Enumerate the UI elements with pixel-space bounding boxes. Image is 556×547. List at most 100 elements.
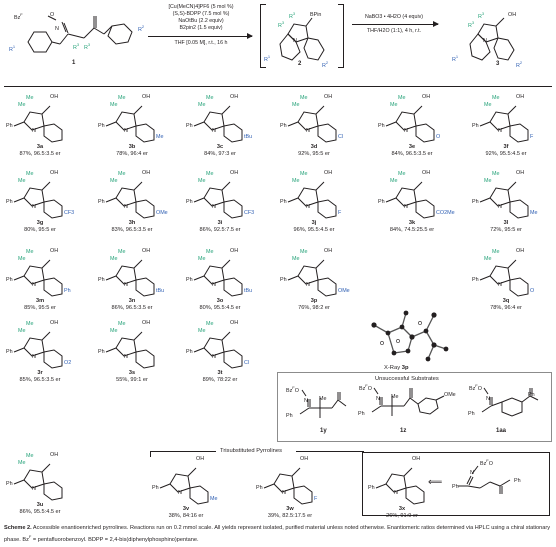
phenyl-label: Ph: [378, 199, 385, 205]
bond: [297, 265, 319, 285]
bond: [203, 265, 225, 285]
compound-number: 3v: [182, 506, 190, 512]
compound-result: 96%, 95.5:4.5 er: [293, 226, 335, 233]
bond: [105, 347, 117, 353]
methyl-label: Me: [198, 256, 206, 262]
bond: [405, 485, 425, 505]
nitrogen-label: N: [306, 128, 310, 134]
bond: [115, 111, 137, 131]
bond: [489, 111, 511, 131]
nitrogen-label: N: [212, 204, 216, 210]
bond: [415, 199, 435, 219]
methyl-label: Me: [492, 95, 500, 101]
bracket-left: [260, 4, 266, 68]
nitrogen-label: N: [282, 490, 286, 496]
compound-result: 78%, 96:4 er: [490, 304, 522, 311]
aryl-substituent-label: Me: [210, 496, 218, 502]
hydroxyl-label: OH: [324, 248, 333, 254]
unsuccessful-title: Unsuccessful Substrates: [375, 376, 439, 382]
aryl-substituent-label: tBu: [244, 288, 253, 294]
structure-3w: [263, 467, 313, 505]
structure-3l: [479, 181, 529, 219]
bond: [13, 197, 25, 203]
hydroxyl-label: OH: [50, 170, 59, 176]
phenyl-label: Ph: [6, 481, 13, 487]
aryl-substituent-label: F: [338, 210, 342, 216]
aryl-substituent-label: Ph: [64, 288, 71, 294]
aryl-substituent-label: CO2Me: [436, 210, 455, 216]
nitrogen-label: N: [124, 128, 128, 134]
methyl-label: Me: [300, 249, 308, 255]
compound-result: 87%, 96.5:3.5 er: [19, 150, 61, 157]
bond: [507, 105, 517, 115]
bond: [169, 473, 191, 493]
bond: [317, 277, 337, 297]
bond: [479, 121, 491, 127]
compound-result: 92%, 95.5:4.5 er: [485, 150, 527, 157]
compound-number: 3l: [503, 220, 509, 226]
phenyl-label: Ph: [186, 349, 193, 355]
structure-3o: [193, 259, 243, 297]
methyl-label: Me: [206, 249, 214, 255]
compound-result: 89%, 78:22 er: [202, 376, 238, 383]
compound-result: 83%, 96.5:3.5 er: [111, 226, 153, 233]
aryl-substituent-label: tBu: [156, 288, 165, 294]
methyl-label: Me: [492, 171, 500, 177]
bond: [489, 265, 511, 285]
bond: [223, 349, 243, 369]
compound-number: 3g: [36, 220, 44, 226]
compound-result: 84%, 74.5:25.5 er: [389, 226, 435, 233]
hydroxyl-label: OH: [230, 320, 239, 326]
methyl-label: Me: [300, 95, 308, 101]
nitrogen-label: N: [404, 128, 408, 134]
bond: [223, 277, 243, 297]
bond: [23, 265, 45, 285]
bond: [273, 473, 295, 493]
structure-3d: [287, 105, 337, 143]
bond: [223, 123, 243, 143]
bond: [413, 105, 423, 115]
hydroxyl-label: OH: [422, 170, 431, 176]
hydroxyl-label: OH: [142, 94, 151, 100]
hydroxyl-label: OH: [300, 456, 309, 462]
aryl-substituent-label: O2: [64, 360, 72, 366]
bond: [203, 337, 225, 357]
phenyl-label: Ph: [98, 123, 105, 129]
hydroxyl-label: OH: [50, 94, 59, 100]
step2-conditions-oxidant: NaBO3 • 4H2O (4 equiv): [364, 14, 424, 20]
bond: [13, 121, 25, 127]
bond: [41, 181, 51, 191]
methyl-label: Me: [26, 95, 34, 101]
bond: [43, 199, 63, 219]
nitrogen-label: N: [32, 204, 36, 210]
methyl-label: Me: [292, 256, 300, 262]
bond: [297, 187, 319, 207]
compound-number: 3j: [311, 220, 317, 226]
bond: [287, 121, 299, 127]
bond: [317, 123, 337, 143]
bond: [135, 277, 155, 297]
bond: [223, 199, 243, 219]
bond: [43, 277, 63, 297]
compound-number: 3e: [408, 144, 416, 150]
hydroxyl-label: OH: [516, 248, 525, 254]
scheme-divider: [4, 86, 552, 87]
bond: [135, 199, 155, 219]
trisubstituted-title: Trisubstituted Pyrrolines: [220, 448, 282, 454]
phenyl-label: Ph: [280, 277, 287, 283]
bond: [395, 111, 417, 131]
structure-3p: [287, 259, 337, 297]
compound-number: 3k: [408, 220, 416, 226]
bond: [479, 275, 491, 281]
bond: [43, 481, 63, 501]
bond: [403, 467, 413, 477]
compound-number: 3x: [398, 506, 406, 512]
methyl-label: Me: [26, 453, 34, 459]
bond: [385, 121, 397, 127]
hydroxyl-label: OH: [230, 94, 239, 100]
